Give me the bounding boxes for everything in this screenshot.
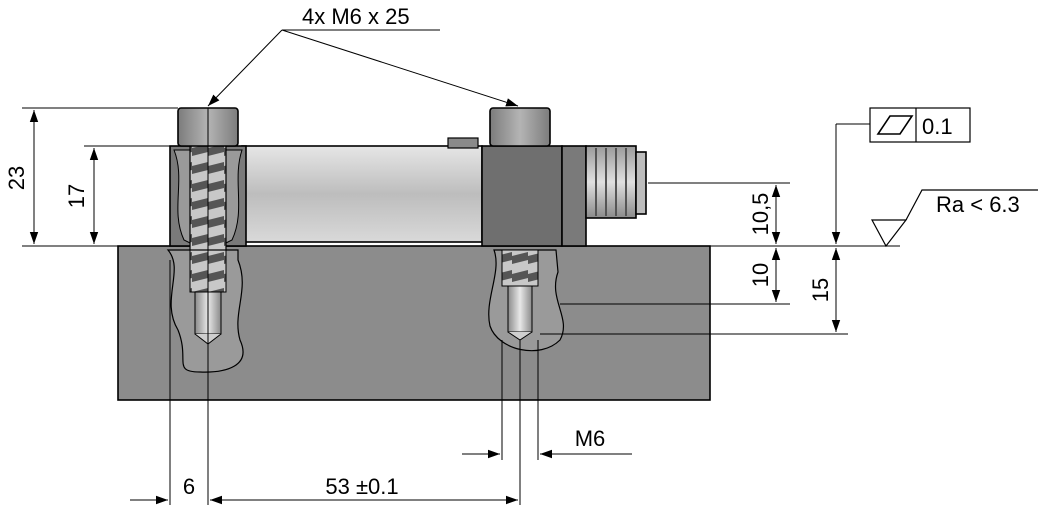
dim-53: 53 ±0.1 — [246, 474, 518, 505]
dim-53-label: 53 ±0.1 — [325, 474, 398, 499]
dim-23: 23 — [4, 110, 39, 244]
flatness-value: 0.1 — [922, 114, 953, 139]
cylinder-body — [241, 137, 483, 243]
right-tapped-hole-section — [488, 249, 565, 352]
dim-15-label: 15 — [808, 278, 833, 302]
roughness-icon — [870, 189, 1038, 248]
right-screw-head — [489, 107, 551, 147]
connector-plug — [585, 145, 647, 219]
dim-15: 15 — [808, 248, 841, 332]
extension-lines — [22, 107, 900, 505]
dim-6: 6 — [130, 474, 246, 505]
dim-m6: M6 — [462, 426, 632, 459]
surface-roughness: Ra < 6.3 — [870, 189, 1038, 248]
dim-m6-label: M6 — [575, 426, 606, 451]
flatness-frame: 0.1 — [831, 107, 971, 244]
dim-17-label: 17 — [64, 184, 89, 208]
roughness-label: Ra < 6.3 — [936, 192, 1020, 217]
right-clamp-block — [481, 145, 587, 247]
dim-17: 17 — [64, 148, 99, 244]
dim-10-5: 10,5 — [748, 185, 781, 244]
dim-10-label: 10 — [748, 263, 773, 287]
callout-leader — [207, 29, 519, 107]
callout-label: 4x M6 x 25 — [302, 4, 410, 29]
dim-6-label: 6 — [183, 474, 195, 499]
flatness-icon — [876, 115, 914, 135]
dim-10: 10 — [748, 248, 781, 302]
dim-10-5-label: 10,5 — [748, 193, 773, 236]
dim-23-label: 23 — [4, 166, 29, 190]
